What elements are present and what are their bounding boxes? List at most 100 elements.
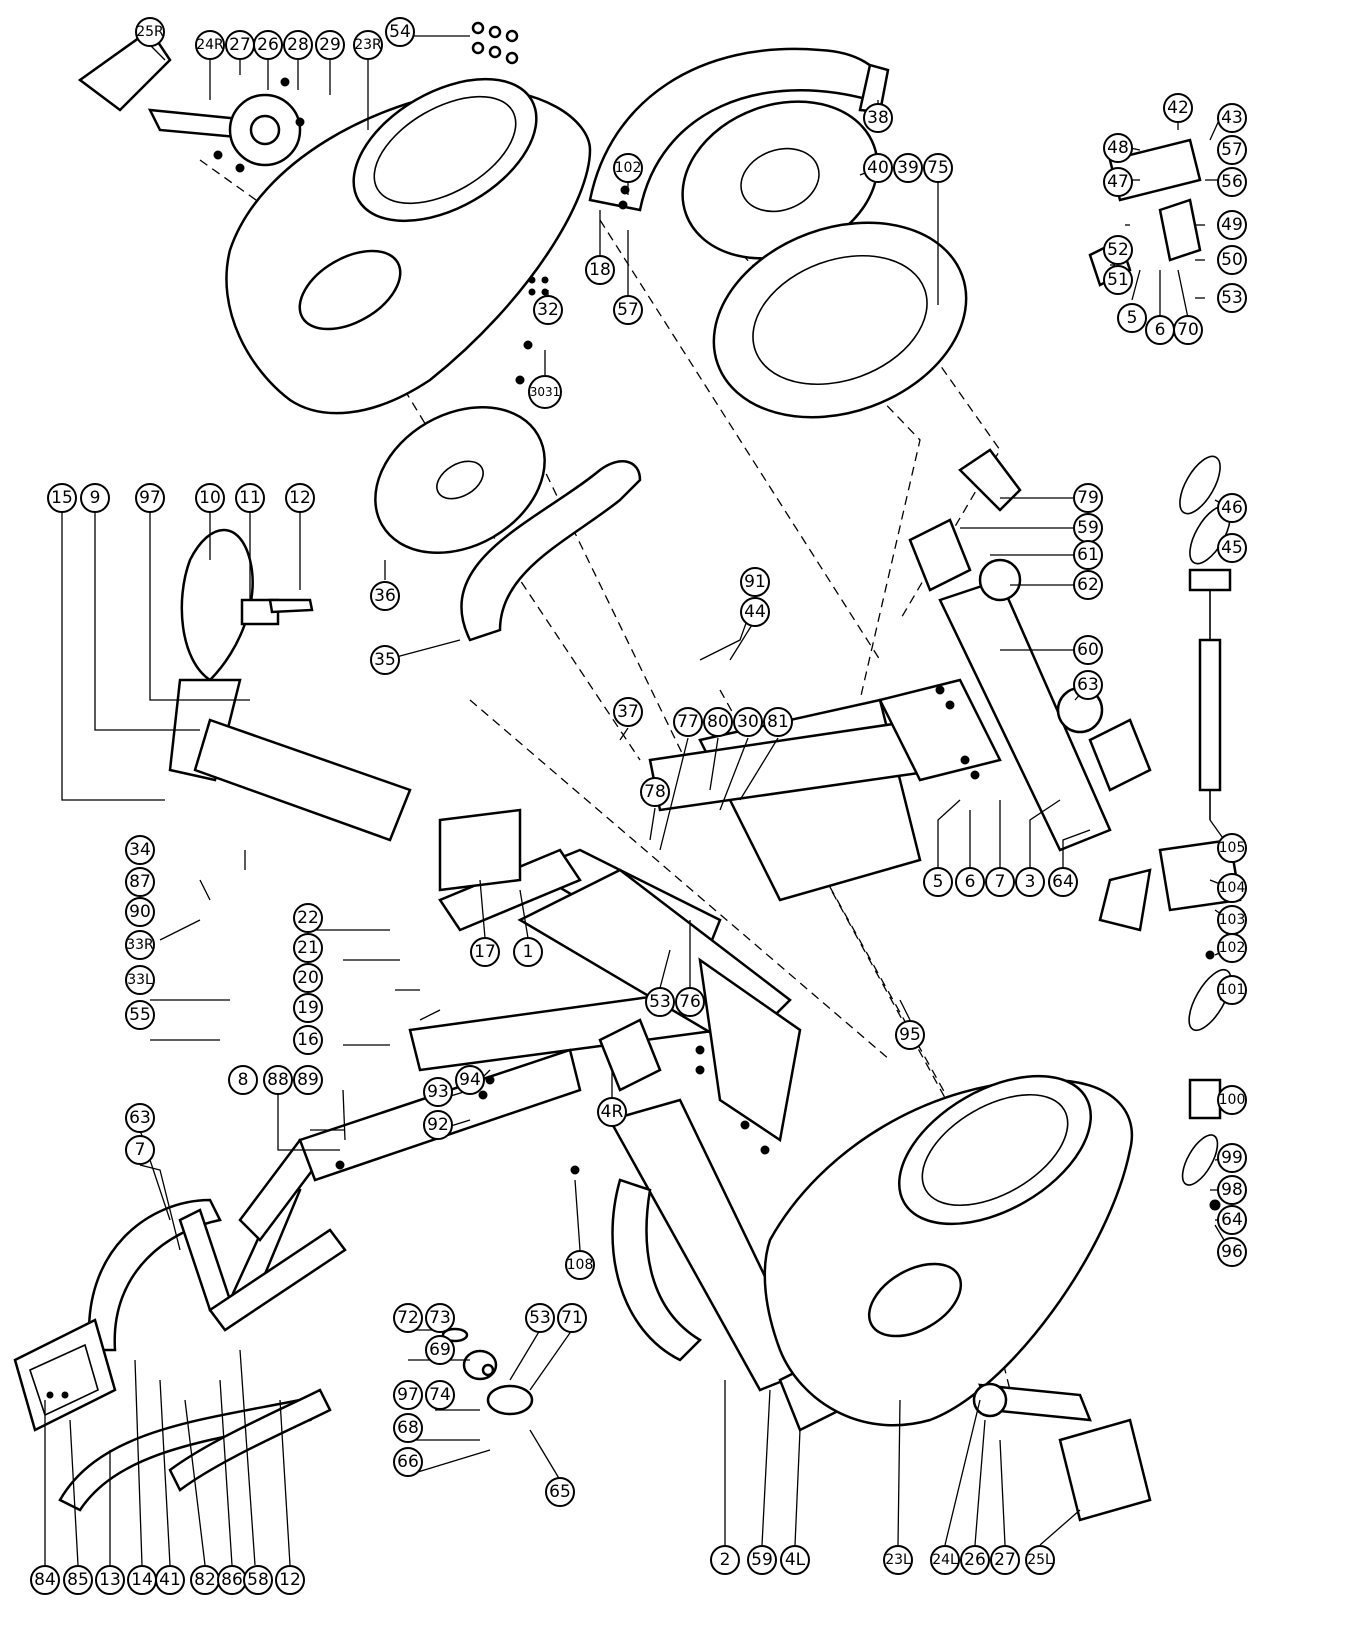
handlebar-13 [58, 1048, 582, 1512]
svg-text:29: 29 [319, 35, 341, 55]
svg-text:20: 20 [297, 968, 319, 988]
svg-text:22: 22 [297, 908, 319, 928]
callout-89: 89 [293, 1065, 323, 1095]
svg-text:94: 94 [459, 1070, 481, 1090]
leader-lines [44, 35, 1231, 1566]
callout-24R: 24R [195, 30, 225, 60]
caps-54 [471, 21, 519, 65]
svg-text:64: 64 [1052, 872, 1074, 892]
callout-81: 81 [763, 707, 793, 737]
callout-65: 65 [545, 1477, 575, 1507]
svg-text:36: 36 [374, 586, 396, 606]
callout-23R: 23R [353, 30, 383, 60]
callout-6b: 6 [955, 867, 985, 897]
callout-6a: 6 [1145, 315, 1175, 345]
callout-104: 104 [1217, 873, 1247, 903]
svg-text:72: 72 [397, 1308, 419, 1328]
callout-23L: 23L [883, 1545, 913, 1575]
svg-text:108: 108 [567, 1257, 594, 1273]
callout-26b: 26 [960, 1545, 990, 1575]
pulley-36 [374, 406, 546, 554]
svg-text:1: 1 [523, 942, 534, 962]
fasteners [46, 77, 1221, 1399]
svg-text:2: 2 [720, 1550, 731, 1570]
callout-48: 48 [1103, 133, 1133, 163]
svg-text:61: 61 [1077, 545, 1099, 565]
svg-text:97: 97 [397, 1385, 419, 1405]
svg-text:101: 101 [1219, 982, 1246, 998]
svg-text:6: 6 [965, 872, 976, 892]
svg-text:65: 65 [549, 1482, 571, 1502]
svg-text:5: 5 [933, 872, 944, 892]
svg-text:105: 105 [1219, 840, 1246, 856]
svg-text:100: 100 [1219, 1092, 1246, 1108]
svg-text:77: 77 [677, 712, 699, 732]
svg-text:103: 103 [1219, 912, 1246, 928]
callout-57a: 57 [1217, 135, 1247, 165]
callout-50: 50 [1217, 245, 1247, 275]
svg-text:44: 44 [744, 602, 766, 622]
svg-text:4L: 4L [785, 1550, 806, 1570]
svg-text:68: 68 [397, 1418, 419, 1438]
callout-102b: 102 [1217, 933, 1247, 963]
svg-text:78: 78 [644, 782, 666, 802]
callout-3031: 3031 [528, 375, 562, 409]
svg-text:33R: 33R [126, 937, 154, 953]
callout-11: 11 [235, 483, 265, 513]
callout-25R: 25R [135, 17, 165, 47]
callout-26: 26 [253, 30, 283, 60]
callout-8: 8 [228, 1065, 258, 1095]
callout-75: 75 [923, 153, 953, 183]
svg-text:97: 97 [139, 488, 161, 508]
callout-98: 98 [1217, 1175, 1247, 1205]
left-cover-23L [763, 1074, 1133, 1427]
svg-text:26: 26 [964, 1550, 986, 1570]
callout-53c: 53 [525, 1303, 555, 1333]
svg-text:49: 49 [1221, 215, 1243, 235]
svg-text:89: 89 [297, 1070, 319, 1090]
svg-text:75: 75 [927, 158, 949, 178]
svg-text:10: 10 [199, 488, 221, 508]
svg-text:93: 93 [427, 1082, 449, 1102]
svg-text:71: 71 [561, 1308, 583, 1328]
callout-61: 61 [1073, 540, 1103, 570]
svg-text:26: 26 [257, 35, 279, 55]
svg-text:34: 34 [129, 840, 151, 860]
callout-49: 49 [1217, 210, 1247, 240]
right-cover-23R [225, 77, 592, 415]
seat-and-post [168, 528, 412, 842]
svg-text:90: 90 [129, 902, 151, 922]
callout-47: 47 [1103, 167, 1133, 197]
svg-text:17: 17 [474, 942, 496, 962]
callout-87: 87 [125, 867, 155, 897]
svg-text:55: 55 [129, 1005, 151, 1025]
callout-17: 17 [470, 937, 500, 967]
callout-82: 82 [190, 1565, 220, 1595]
svg-text:21: 21 [297, 938, 319, 958]
left-pedal-crank [972, 1382, 1152, 1522]
callout-38: 38 [863, 103, 893, 133]
callout-80: 80 [703, 707, 733, 737]
callout-101: 101 [1217, 975, 1247, 1005]
svg-text:5: 5 [1127, 308, 1138, 328]
svg-text:3: 3 [1025, 872, 1036, 892]
svg-text:51: 51 [1107, 270, 1129, 290]
callout-100: 100 [1217, 1085, 1247, 1115]
svg-text:35: 35 [374, 650, 396, 670]
svg-text:86: 86 [221, 1570, 243, 1590]
callout-52: 52 [1103, 235, 1133, 265]
svg-text:74: 74 [429, 1385, 451, 1405]
svg-text:24R: 24R [196, 37, 224, 53]
callout-78: 78 [640, 777, 670, 807]
console-85 [13, 1318, 117, 1432]
callout-2: 2 [710, 1545, 740, 1575]
svg-text:12: 12 [279, 1570, 301, 1590]
svg-text:23R: 23R [354, 37, 382, 53]
callout-27: 27 [225, 30, 255, 60]
svg-text:41: 41 [159, 1570, 181, 1590]
callout-14: 14 [127, 1565, 157, 1595]
callout-59a: 59 [1073, 513, 1103, 543]
callout-9: 9 [80, 483, 110, 513]
svg-text:59: 59 [751, 1550, 773, 1570]
svg-text:23L: 23L [885, 1552, 911, 1568]
